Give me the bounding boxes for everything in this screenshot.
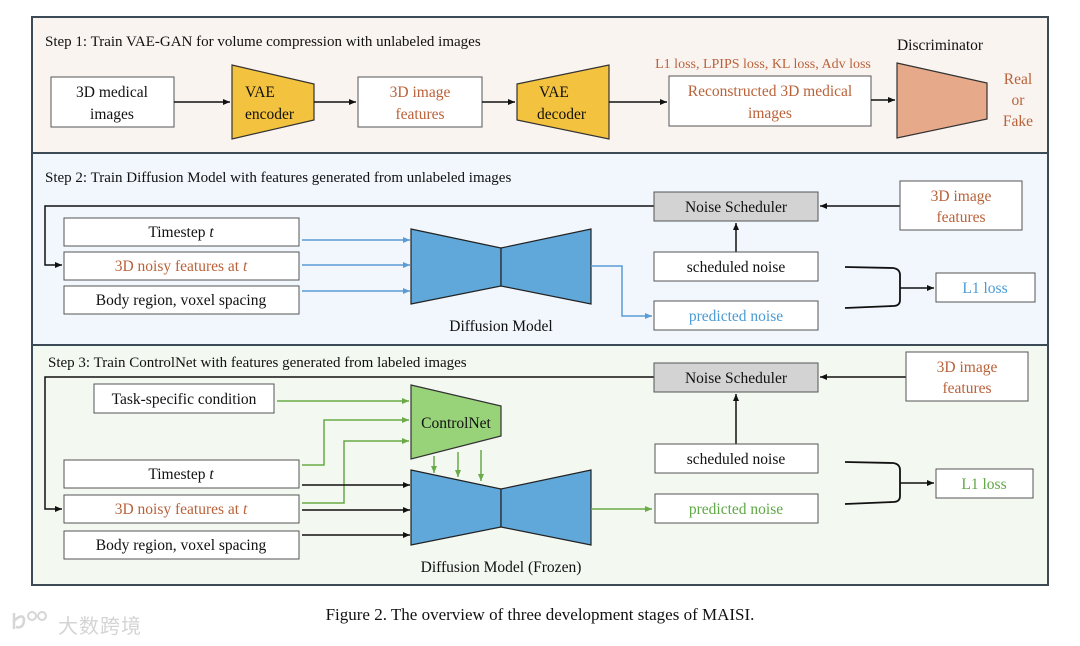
step3-diffusion-decoder bbox=[500, 469, 592, 546]
step2-features-box bbox=[899, 180, 1023, 231]
step2-timestep-box bbox=[63, 217, 300, 247]
medical-images-box bbox=[50, 76, 175, 128]
step2-timestep-label: Timestep t bbox=[148, 224, 214, 241]
step2-panel: Step 2: Train Diffusion Model with featu… bbox=[31, 152, 1049, 346]
step2-diffusion-decoder bbox=[500, 228, 592, 305]
step3-model-label: Diffusion Model (Frozen) bbox=[421, 559, 582, 576]
output-fake: Fake bbox=[1003, 113, 1033, 130]
reconstructed-box bbox=[668, 75, 872, 127]
reconstructed-line2: images bbox=[748, 105, 792, 122]
figure-caption: Figure 2. The overview of three developm… bbox=[325, 605, 755, 624]
vae-decoder-line1: VAE bbox=[539, 84, 569, 101]
vae-encoder-shape bbox=[231, 64, 315, 140]
discriminator-shape bbox=[896, 62, 988, 139]
step3-loss-box bbox=[935, 468, 1034, 499]
step1-features-line2: features bbox=[395, 106, 444, 123]
discriminator-label: Discriminator bbox=[897, 37, 984, 54]
vae-decoder-line2: decoder bbox=[537, 106, 587, 123]
step3-predicted-noise-label: predicted noise bbox=[689, 501, 783, 518]
step3-noise-scheduler-box bbox=[653, 362, 819, 393]
step2-feedback-arrow bbox=[44, 205, 654, 268]
watermark-text: 大数跨境 bbox=[58, 614, 142, 638]
step2-model-label: Diffusion Model bbox=[449, 318, 552, 335]
step2-body-region-label: Body region, voxel spacing bbox=[96, 292, 267, 309]
medical-images-line1: 3D medical bbox=[76, 84, 148, 101]
step2-arrow-predicted bbox=[591, 265, 652, 319]
step2-noise-scheduler-box bbox=[653, 191, 819, 222]
arrow-noisy-to-controlnet bbox=[302, 438, 409, 504]
step3-panel: Step 3: Train ControlNet with features g… bbox=[31, 344, 1049, 586]
step1-title: Step 1: Train VAE-GAN for volume compres… bbox=[45, 34, 481, 50]
step2-predicted-noise-box bbox=[653, 300, 819, 331]
reconstructed-line1: Reconstructed 3D medical bbox=[688, 83, 852, 100]
step3-title: Step 3: Train ControlNet with features g… bbox=[48, 355, 467, 371]
step1-features-line1: 3D image bbox=[390, 84, 451, 101]
step3-noisy-features-label: 3D noisy features at t bbox=[115, 501, 248, 518]
step2-noisy-features-label: 3D noisy features at t bbox=[115, 258, 248, 275]
step3-features-line1: 3D image bbox=[937, 359, 998, 376]
controlnet-label: ControlNet bbox=[421, 415, 491, 432]
condition-label: Task-specific condition bbox=[112, 391, 257, 408]
output-real: Real bbox=[1004, 71, 1032, 88]
step1-losses: L1 loss, LPIPS loss, KL loss, Adv loss bbox=[655, 57, 871, 72]
step2-body-region-box bbox=[63, 285, 300, 315]
step2-title: Step 2: Train Diffusion Model with featu… bbox=[45, 170, 511, 186]
step3-scheduled-noise-label: scheduled noise bbox=[687, 451, 786, 468]
condition-box bbox=[93, 383, 275, 414]
step2-features-line1: 3D image bbox=[931, 188, 992, 205]
step3-scheduled-noise-box bbox=[654, 443, 819, 474]
step2-noise-scheduler-label: Noise Scheduler bbox=[685, 199, 788, 216]
step1-panel: Step 1: Train VAE-GAN for volume compres… bbox=[31, 16, 1049, 154]
controlnet-shape bbox=[410, 384, 502, 460]
step3-body-region-label: Body region, voxel spacing bbox=[96, 537, 267, 554]
step3-feedback-arrow bbox=[44, 376, 654, 512]
step2-noisy-features-box bbox=[63, 251, 300, 281]
step3-features-line2: features bbox=[942, 380, 991, 397]
step3-predicted-noise-box bbox=[654, 493, 819, 524]
step3-timestep-label: Timestep t bbox=[148, 466, 214, 483]
watermark-logo-icon bbox=[12, 611, 47, 629]
step3-timestep-box bbox=[63, 459, 300, 489]
output-or: or bbox=[1012, 92, 1026, 109]
step2-loss-label: L1 loss bbox=[962, 280, 1007, 297]
step3-noise-scheduler-label: Noise Scheduler bbox=[685, 370, 788, 387]
step1-features-box bbox=[357, 76, 483, 128]
step2-scheduled-noise-box bbox=[653, 251, 819, 282]
vae-encoder-line2: encoder bbox=[245, 106, 295, 123]
step2-features-line2: features bbox=[936, 209, 985, 226]
vae-decoder-shape bbox=[516, 64, 610, 140]
step3-noisy-features-box bbox=[63, 494, 300, 524]
step2-predicted-noise-label: predicted noise bbox=[689, 308, 783, 325]
step2-scheduled-noise-label: scheduled noise bbox=[687, 259, 786, 276]
step2-loss-box bbox=[935, 272, 1036, 303]
arrow-timestep-to-controlnet bbox=[302, 417, 409, 466]
vae-encoder-line1: VAE bbox=[245, 84, 275, 101]
step3-body-region-box bbox=[63, 530, 300, 560]
step3-features-box bbox=[905, 351, 1029, 402]
step3-loss-label: L1 loss bbox=[961, 476, 1006, 493]
medical-images-line2: images bbox=[90, 106, 134, 123]
